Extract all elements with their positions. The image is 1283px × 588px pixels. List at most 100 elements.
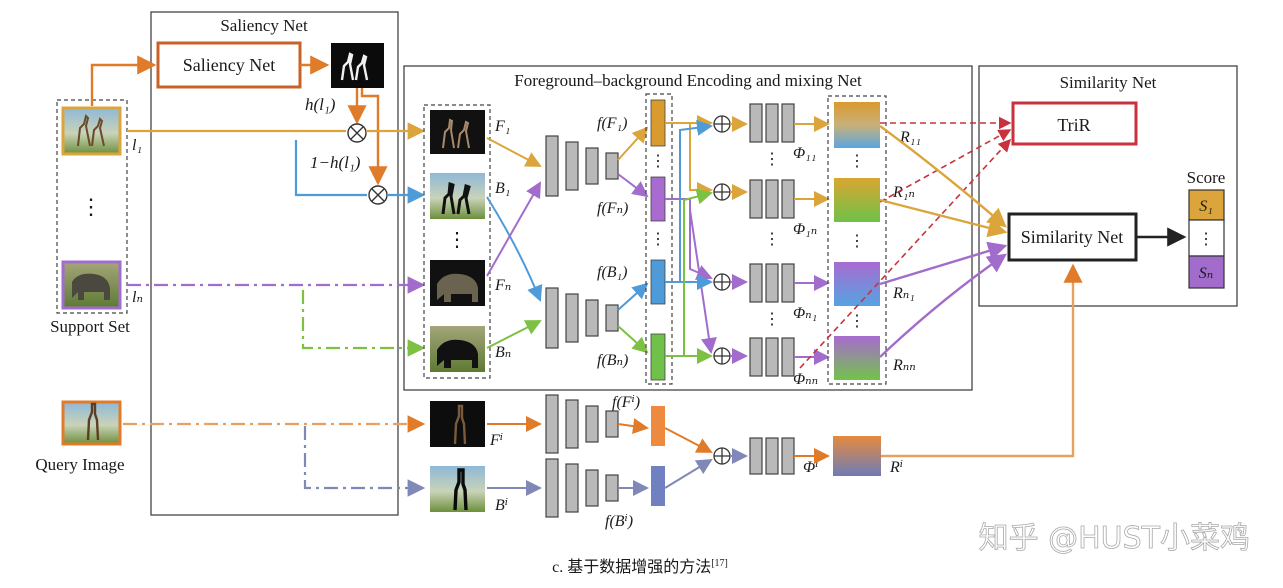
- label-phi1N: Φ₁ₙ: [793, 221, 817, 238]
- arrow-support-to-saliency: [90, 55, 157, 106]
- watermark: 知乎 @HUST小菜鸡: [979, 521, 1250, 556]
- similarity-net-box: [1007, 212, 1138, 262]
- vector-fB1: [650, 259, 666, 305]
- encoder-bottom: [545, 287, 619, 349]
- features-frame: [423, 104, 491, 379]
- encoder-top: [545, 135, 619, 197]
- label-fF1: f(F₁): [597, 115, 627, 132]
- image-B1: [430, 173, 485, 219]
- label-fFN: f(Fₙ): [597, 200, 628, 217]
- label-RN1: Rₙ₁: [892, 285, 915, 302]
- phi-block-NN: [749, 337, 795, 377]
- label-BN: Bₙ: [495, 344, 511, 361]
- phi-block-N1: [749, 263, 795, 303]
- arrow-RNN-to-simnet: [879, 253, 1007, 358]
- score-dots: ⋮: [1198, 231, 1214, 248]
- arrow-F1-to-enc-top: [486, 137, 542, 167]
- label-Fq: Fⁱ: [489, 432, 503, 449]
- arrow-RN1-to-simnet: [879, 241, 1008, 286]
- figure-caption: c. 基于数据增强的方法[17]: [552, 558, 728, 576]
- relation-RNN: [834, 336, 880, 380]
- vector-fBN: [650, 333, 666, 381]
- support-image-N: [61, 260, 122, 310]
- relation-R11: [834, 102, 880, 148]
- h-l1-label: h(l₁): [305, 95, 336, 114]
- score-column: [1188, 189, 1225, 289]
- arrow-l1-to-B1: [294, 140, 423, 195]
- label-fBq: f(Bⁱ): [605, 513, 633, 530]
- relations-frame: [827, 95, 887, 385]
- fbem-panel: [403, 65, 973, 391]
- label-B1: B₁: [495, 180, 510, 197]
- caption-ref: [17]: [711, 558, 728, 569]
- arrow-Rq-to-simnet: [881, 263, 1083, 458]
- arrow-FN-to-enc-top: [486, 181, 541, 277]
- query-image: [61, 400, 122, 446]
- features-dots: ⋮: [447, 229, 467, 251]
- lN-label: lₙ: [132, 289, 143, 306]
- phi-dots-1: ⋮: [764, 151, 780, 168]
- score-SN: Sₙ: [1199, 265, 1213, 282]
- phi-block-q: [749, 437, 795, 475]
- score-label: Score: [1187, 168, 1226, 187]
- saliency-panel-title: Saliency Net: [220, 16, 308, 35]
- label-fB1: f(B₁): [597, 264, 627, 281]
- vector-fF1: [650, 99, 666, 147]
- score-S1: S₁: [1199, 198, 1213, 215]
- label-fBN: f(Bₙ): [597, 352, 628, 369]
- label-RNN: Rₙₙ: [892, 357, 916, 374]
- image-F1: [430, 110, 485, 154]
- fbem-panel-title: Foreground–background Encoding and mixin…: [514, 71, 862, 90]
- relation-dots-3: ⋮: [849, 313, 865, 330]
- l1-label: l₁: [132, 137, 142, 154]
- label-Rq: Rⁱ: [889, 459, 903, 476]
- phi-dots-2: ⋮: [764, 231, 780, 248]
- similarity-net-label: Similarity Net: [1021, 227, 1124, 247]
- sum-op-1N: [713, 183, 731, 201]
- label-R1N: R₁ₙ: [892, 184, 915, 201]
- image-FN: [430, 260, 485, 306]
- arrow-query-to-Bq: [303, 426, 426, 497]
- vector-fBq: [651, 466, 665, 506]
- label-Bq: Bⁱ: [495, 497, 508, 514]
- vector-fFq: [651, 406, 665, 446]
- phi-dots-3: ⋮: [764, 311, 780, 328]
- relation-RN1: [834, 262, 880, 306]
- arrow-BN-to-enc-bot: [486, 320, 542, 349]
- similarity-panel-title: Similarity Net: [1060, 73, 1157, 92]
- vectors-frame: [645, 93, 673, 385]
- relation-dots-2: ⋮: [849, 233, 865, 250]
- saliency-net-label: Saliency Net: [183, 55, 275, 75]
- similarity-panel: [978, 65, 1238, 307]
- label-R11: R₁₁: [899, 129, 921, 146]
- one-minus-h-label: 1−h(l₁): [310, 153, 361, 172]
- saliency-mask: [331, 43, 384, 88]
- query-image-label: Query Image: [35, 455, 124, 474]
- relation-Rq: [833, 436, 881, 476]
- relation-R1N: [834, 178, 880, 222]
- label-phi11: Φ₁₁: [793, 145, 816, 162]
- encoder-query-fg: [545, 394, 619, 454]
- label-fFq: f(Fⁱ): [612, 394, 640, 411]
- label-phiNN: Φₙₙ: [793, 371, 818, 388]
- trir-label: TriR: [1057, 115, 1090, 135]
- arrow-lN-to-BN: [301, 290, 426, 357]
- arrow-RNN-to-trir: [799, 138, 1012, 369]
- arrow-R11-to-simnet: [879, 125, 1007, 228]
- phi-block-11: [749, 103, 795, 143]
- image-BN: [430, 326, 485, 372]
- vector-fFN: [650, 176, 666, 222]
- arrow-B1-to-enc-bot: [486, 196, 543, 302]
- image-Fq: [430, 401, 485, 447]
- label-phiN1: Φₙ₁: [793, 305, 817, 322]
- support-image-1: [61, 106, 122, 156]
- phi-block-1N: [749, 179, 795, 219]
- vectors-dots-1: ⋮: [650, 153, 666, 170]
- relation-dots-1: ⋮: [849, 153, 865, 170]
- trir-box: [1011, 101, 1138, 146]
- support-set-label: Support Set: [50, 317, 130, 336]
- sum-op-11: [713, 115, 731, 133]
- saliency-panel: [150, 11, 399, 516]
- label-FN: Fₙ: [494, 277, 511, 294]
